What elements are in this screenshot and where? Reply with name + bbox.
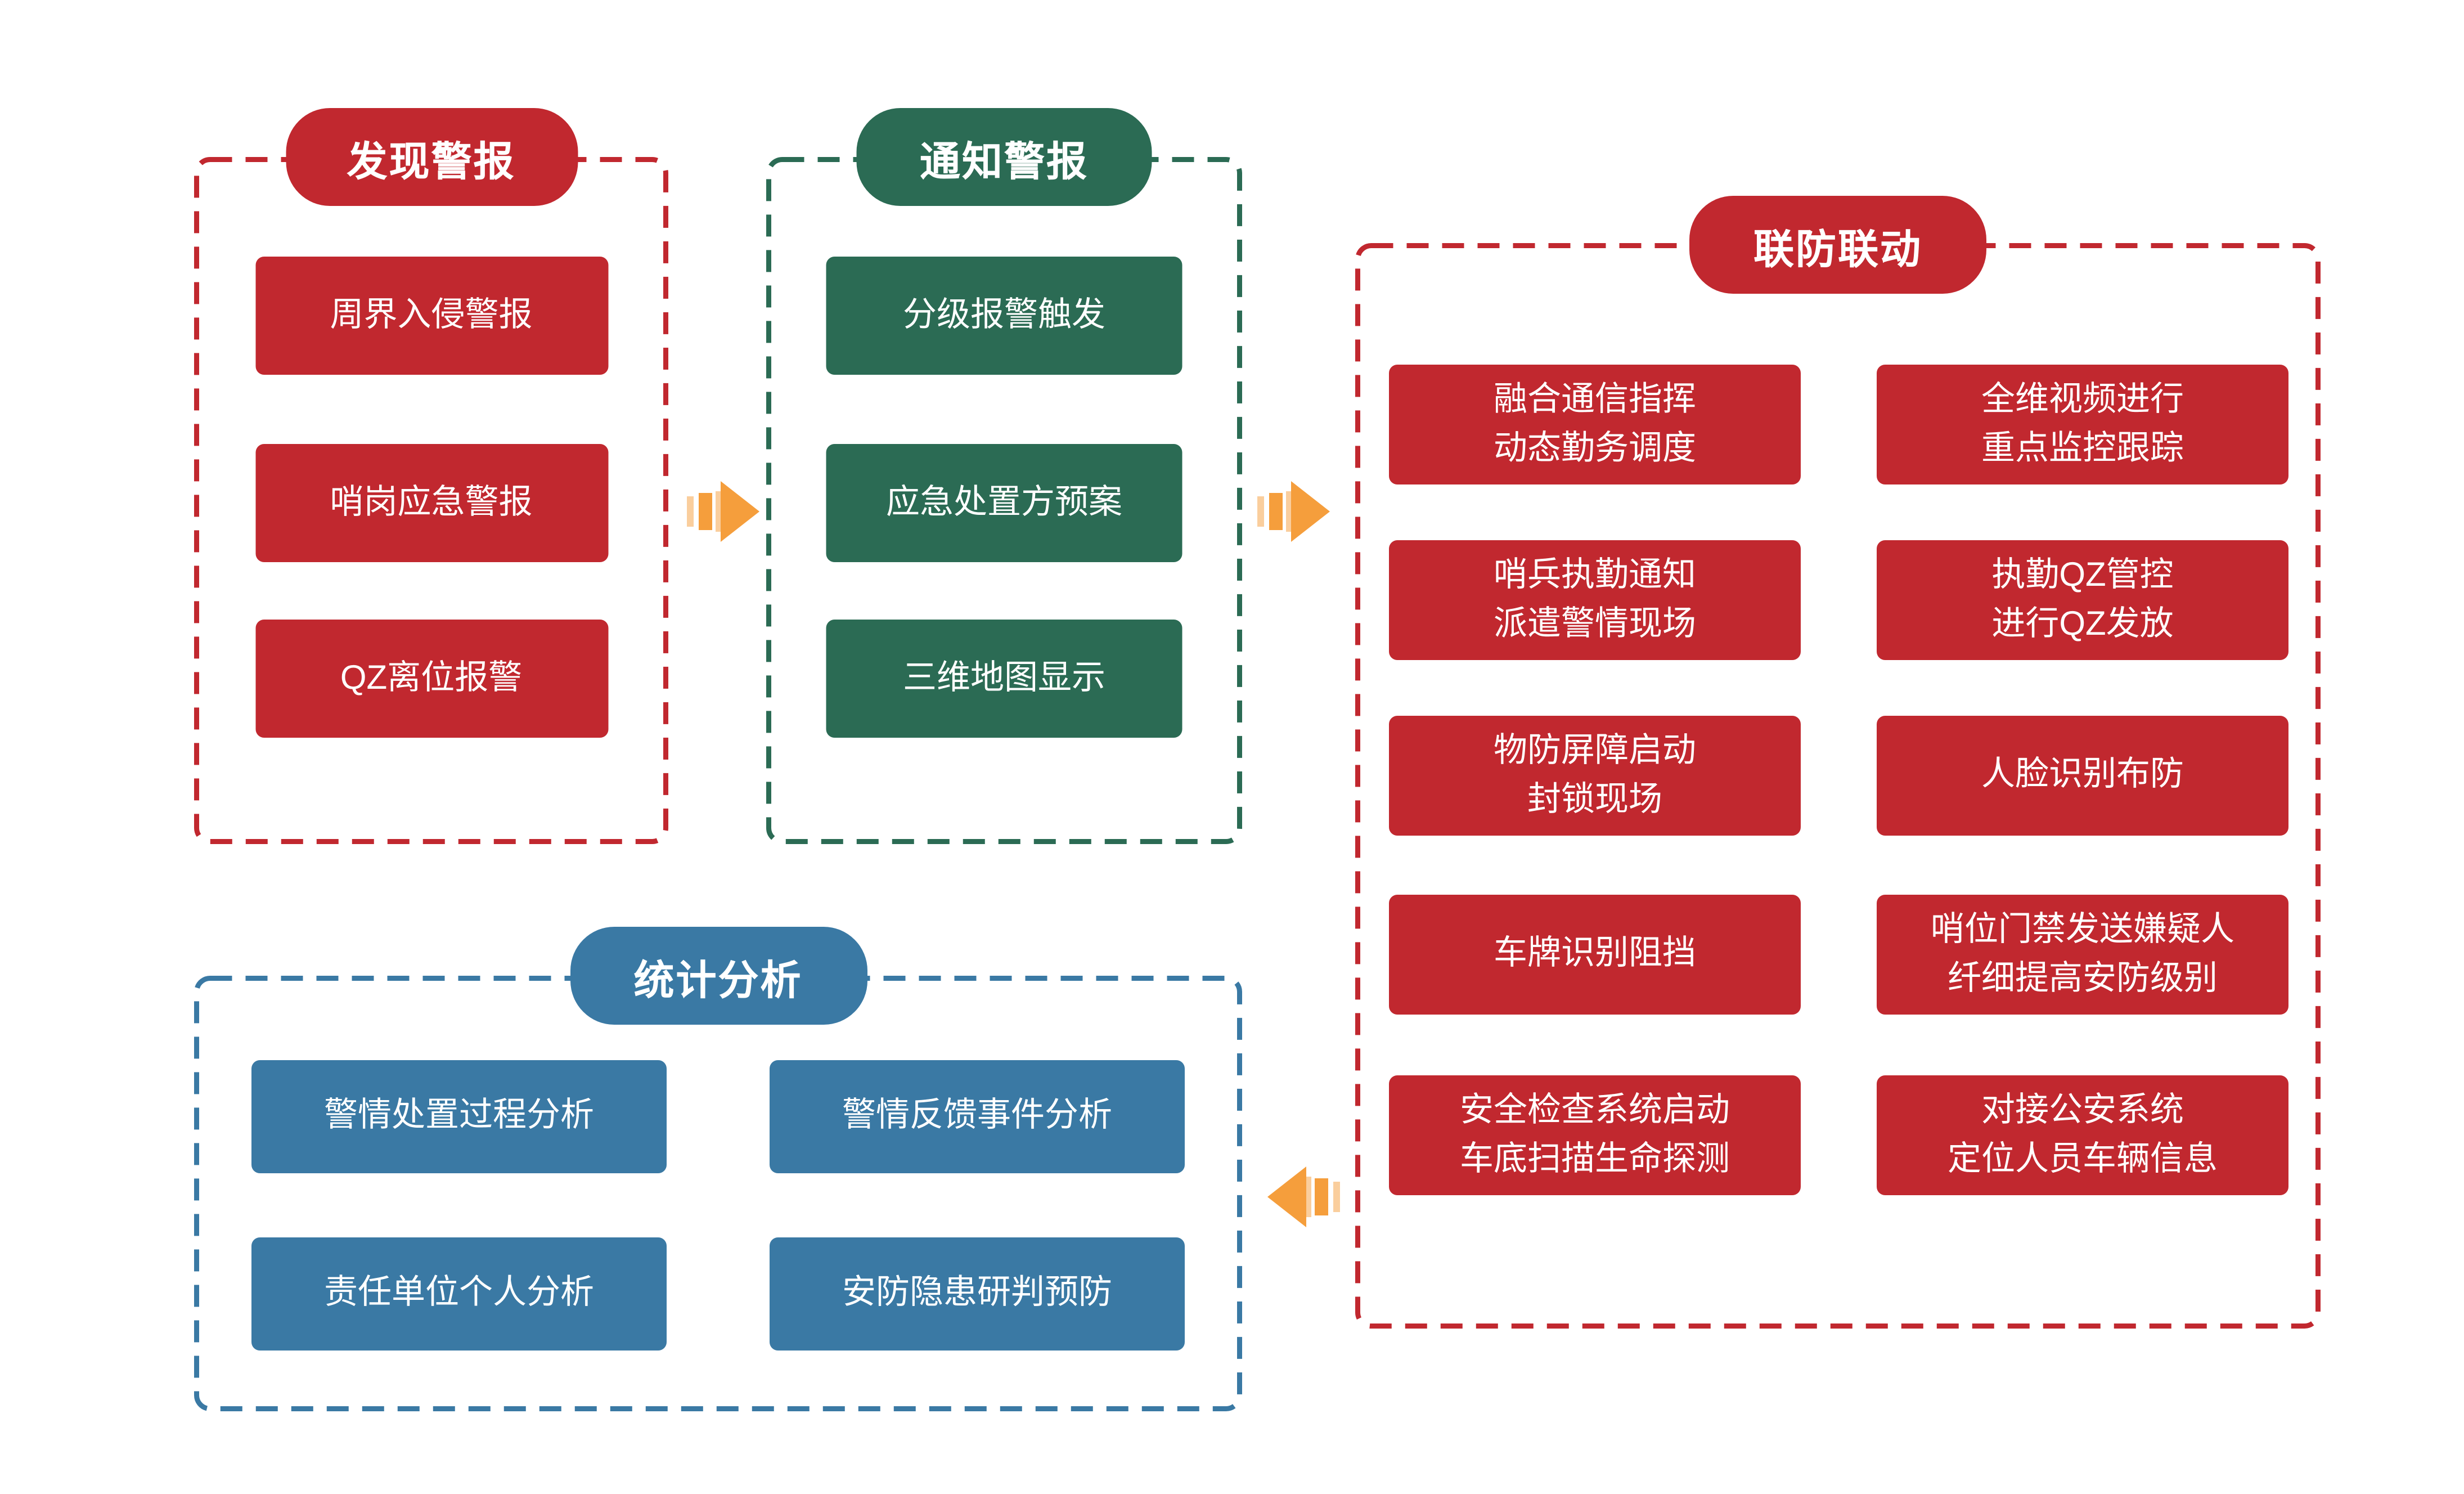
arrow-left-icon — [1267, 1167, 1340, 1227]
node-security-hazard-prediction: 安防隐患研判预防 — [770, 1237, 1185, 1351]
node-face-recognition-deploy: 人脸识别布防 — [1877, 716, 2288, 836]
arrow-right-icon — [687, 481, 759, 542]
discover-alarm-section: 发现警报 周界入侵警报 哨岗应急警报 QZ离位报警 — [194, 108, 668, 844]
joint-defense-header: 联防联动 — [1689, 196, 1986, 294]
node-alarm-handling-process-analysis: 警情处置过程分析 — [251, 1060, 667, 1173]
statistics-analysis-section: 统计分析 警情处置过程分析 警情反馈事件分析 责任单位个人分析 安防隐患研判预防 — [194, 927, 1242, 1411]
node-graded-alarm-trigger: 分级报警触发 — [826, 257, 1182, 375]
node-security-check-underbody-scan: 安全检查系统启动 车底扫描生命探测 — [1389, 1075, 1801, 1195]
node-sentry-access-suspect-alert: 哨位门禁发送嫌疑人 纤细提高安防级别 — [1877, 895, 2288, 1015]
notify-alarm-section: 通知警报 分级报警触发 应急处置方预案 三维地图显示 — [766, 108, 1242, 844]
node-perimeter-intrusion-alarm: 周界入侵警报 — [255, 257, 608, 375]
node-police-system-locate-info: 对接公安系统 定位人员车辆信息 — [1877, 1075, 2288, 1195]
statistics-analysis-header: 统计分析 — [569, 927, 867, 1025]
node-sentry-emergency-alarm: 哨岗应急警报 — [255, 444, 608, 562]
node-qz-off-position-alarm: QZ离位报警 — [255, 620, 608, 738]
node-sentry-duty-notice: 哨兵执勤通知 派遣警情现场 — [1389, 540, 1801, 660]
node-alarm-feedback-event-analysis: 警情反馈事件分析 — [770, 1060, 1185, 1173]
joint-defense-section: 联防联动 融合通信指挥 动态勤务调度 哨兵执勤通知 派遣警情现场 物防屏障启动 … — [1355, 196, 2321, 1329]
node-emergency-response-plan: 应急处置方预案 — [826, 444, 1182, 562]
node-omni-video-tracking: 全维视频进行 重点监控跟踪 — [1877, 365, 2288, 484]
node-plate-recognition-block: 车牌识别阻挡 — [1389, 895, 1801, 1015]
node-duty-qz-control-issue: 执勤QZ管控 进行QZ发放 — [1877, 540, 2288, 660]
node-responsible-unit-person-analysis: 责任单位个人分析 — [251, 1237, 667, 1351]
node-physical-barrier-lockdown: 物防屏障启动 封锁现场 — [1389, 716, 1801, 836]
discover-alarm-header: 发现警报 — [285, 108, 577, 206]
node-fused-comms-command: 融合通信指挥 动态勤务调度 — [1389, 365, 1801, 484]
arrow-right-icon — [1257, 481, 1330, 542]
node-3d-map-display: 三维地图显示 — [826, 620, 1182, 738]
notify-alarm-header: 通知警报 — [856, 108, 1152, 206]
